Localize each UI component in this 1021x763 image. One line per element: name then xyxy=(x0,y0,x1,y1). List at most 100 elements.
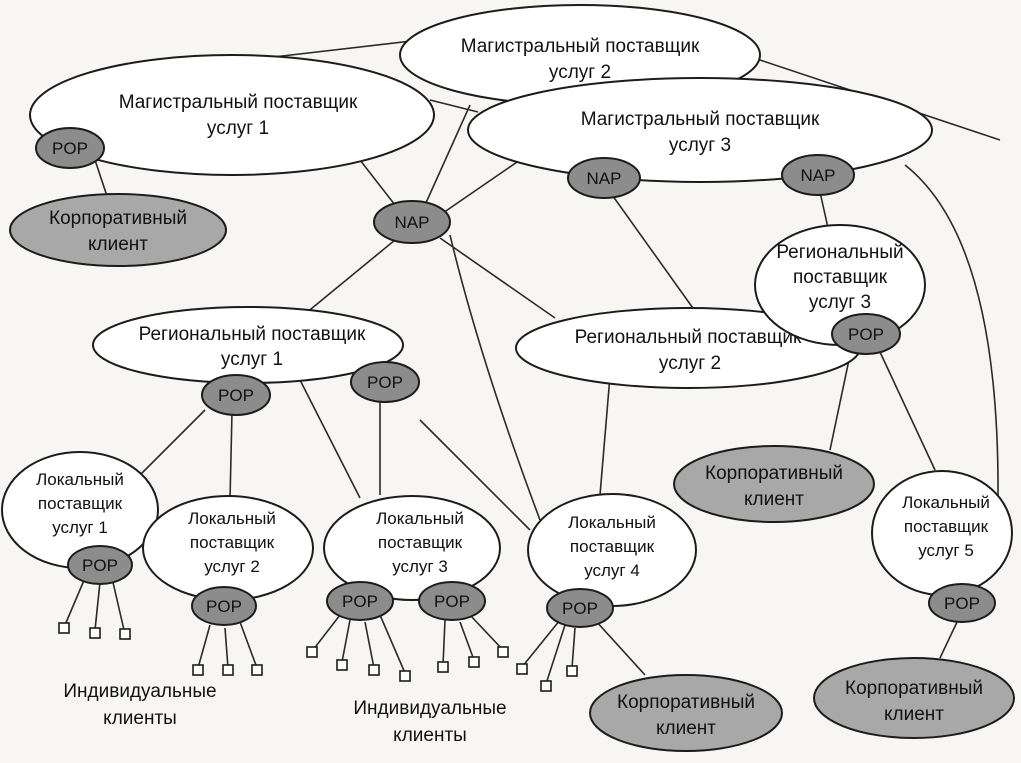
local5-line2: поставщик xyxy=(904,517,989,536)
client-terminal xyxy=(497,646,509,658)
local-provider-3: Локальный поставщик услуг 3 xyxy=(323,495,501,601)
nap-backbone3-right: NAP xyxy=(781,154,855,196)
pop-label: POP xyxy=(218,386,254,405)
local2-line1: Локальный xyxy=(188,509,276,528)
individual-clients-label-center: Индивидуальные клиенты xyxy=(353,698,506,746)
link-pop-l4-corp xyxy=(594,619,646,676)
link-nap-regional1 xyxy=(299,239,396,319)
corporate-client-2: Корпоративный клиент xyxy=(673,445,875,523)
regional2-line1: Региональный поставщик xyxy=(575,327,802,348)
link-client xyxy=(379,614,406,674)
corporate-client-3: Корпоративный клиент xyxy=(589,674,783,752)
regional-provider-1: Региональный поставщик услуг 1 xyxy=(92,306,404,384)
local4-line2: поставщик xyxy=(570,537,655,556)
local4-line1: Локальный xyxy=(568,513,656,532)
pop-local2: POP xyxy=(191,586,257,626)
local5-line1: Локальный xyxy=(902,493,990,512)
pop-local3-left: POP xyxy=(326,581,394,621)
corporate-line2: клиент xyxy=(656,718,716,739)
backbone-provider-3: Магистральный поставщик услуг 3 xyxy=(467,77,933,183)
individual-line1: Индивидуальные xyxy=(63,681,216,702)
local5-line3: услуг 5 xyxy=(918,541,974,560)
regional2-line2: услуг 2 xyxy=(659,353,721,374)
pop-label: POP xyxy=(52,139,88,158)
local3-line1: Локальный xyxy=(376,509,464,528)
local-provider-2: Локальный поставщик услуг 2 xyxy=(142,495,314,601)
pop-regional3: POP xyxy=(831,313,901,355)
client-terminal xyxy=(192,664,204,676)
client-terminal xyxy=(368,664,380,676)
client-terminal xyxy=(306,646,318,658)
individual-line1: Индивидуальные xyxy=(353,698,506,719)
local1-line3: услуг 1 xyxy=(52,518,108,537)
client-terminal xyxy=(399,670,411,682)
regional-provider-3: Региональный поставщик услуг 3 xyxy=(754,224,926,346)
local3-line3: услуг 3 xyxy=(392,557,448,576)
nap-backbone3-left: NAP xyxy=(567,157,641,199)
link-nap-b3-regional2 xyxy=(609,191,701,319)
local-provider-1: Локальный поставщик услуг 1 xyxy=(1,451,159,569)
link-pop-r3-corp xyxy=(829,354,851,451)
nap-label: NAP xyxy=(395,213,430,232)
nap-label: NAP xyxy=(587,169,622,188)
client-terminal xyxy=(119,628,131,640)
regional3-line1: Региональный xyxy=(776,242,903,263)
individual-clients-label-left: Индивидуальные клиенты xyxy=(63,681,216,729)
local-provider-5: Локальный поставщик услуг 5 xyxy=(871,470,1013,596)
corporate-line1: Корпоративный xyxy=(617,692,755,713)
regional-provider-2: Региональный поставщик услуг 2 xyxy=(515,307,861,389)
local3-line2: поставщик xyxy=(378,533,463,552)
link-client xyxy=(571,627,576,669)
local2-line3: услуг 2 xyxy=(204,557,260,576)
pop-local3-right: POP xyxy=(418,581,486,621)
client-terminal xyxy=(437,661,449,673)
link-client xyxy=(111,577,125,631)
corporate-line1: Корпоративный xyxy=(845,678,983,699)
corporate-client-1: Корпоративный клиент xyxy=(9,193,227,267)
backbone2-line1: Магистральный поставщик xyxy=(461,36,700,57)
link-client xyxy=(197,624,211,669)
client-terminal xyxy=(336,659,348,671)
pop-local4: POP xyxy=(546,588,614,628)
client-terminal xyxy=(540,680,552,692)
client-terminal xyxy=(516,663,528,675)
client-terminal xyxy=(251,664,263,676)
pop-local5: POP xyxy=(928,583,996,623)
link-pop-r1-local2 xyxy=(229,411,233,501)
backbone2-line2: услуг 2 xyxy=(549,62,611,83)
link-nap3-regional3 xyxy=(819,191,829,229)
pop-regional1-left: POP xyxy=(201,374,271,416)
link-client xyxy=(312,614,341,651)
corporate-client-4: Корпоративный клиент xyxy=(813,657,1015,739)
corporate-line2: клиент xyxy=(88,234,148,255)
link-r1-local3 xyxy=(299,379,361,499)
link-client xyxy=(224,627,229,669)
nap-label: NAP xyxy=(801,166,836,185)
individual-client-terminals xyxy=(58,622,578,692)
corporate-line2: клиент xyxy=(884,704,944,725)
pop-label: POP xyxy=(944,594,980,613)
link-b3-nap xyxy=(439,159,521,216)
link-nap-local4 xyxy=(449,234,541,521)
link-regional2-local4 xyxy=(599,375,611,496)
backbone-provider-1: Магистральный поставщик услуг 1 xyxy=(29,54,435,176)
local1-line1: Локальный xyxy=(36,470,124,489)
local-provider-4: Локальный поставщик услуг 4 xyxy=(527,493,697,607)
client-terminal xyxy=(89,627,101,639)
pop-label: POP xyxy=(367,373,403,392)
backbone3-line1: Магистральный поставщик xyxy=(581,109,820,130)
link-client xyxy=(469,614,504,651)
pop-label: POP xyxy=(562,599,598,618)
client-terminal xyxy=(58,622,70,634)
backbone1-line2: услуг 1 xyxy=(207,118,269,139)
pop-label: POP xyxy=(82,556,118,575)
corporate-line1: Корпоративный xyxy=(705,463,843,484)
regional1-line1: Региональный поставщик xyxy=(139,324,366,345)
link-pop-r3-local5 xyxy=(879,351,936,471)
link-b1-b2 xyxy=(264,39,421,59)
pop-backbone1: POP xyxy=(35,127,105,169)
local1-line2: поставщик xyxy=(38,494,123,513)
link-client xyxy=(459,621,475,661)
link-client xyxy=(94,581,101,631)
